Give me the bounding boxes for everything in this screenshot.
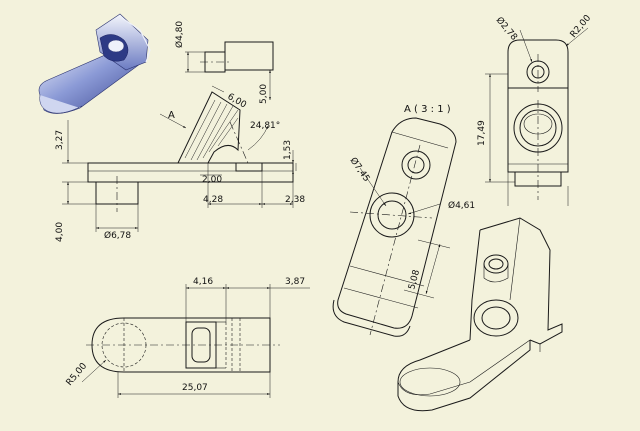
dim-3-27: 3,27 (55, 130, 65, 150)
dim-diameter-4-80: Ø4,80 (174, 21, 185, 48)
dim-4-00: 4,00 (55, 222, 65, 242)
top-view: 4,16 3,87 R5,00 25,07 (65, 277, 310, 398)
dim-radius-5-00: R5,00 (65, 361, 90, 388)
section-hatching (184, 99, 239, 161)
dim-4-16: 4,16 (193, 277, 213, 287)
side-view: Ø4,80 5,00 6,00 24,81° 3,27 1,53 2,00 4,… (55, 21, 305, 242)
dim-5-00: 5,00 (259, 84, 269, 104)
dim-diameter-7-45: Ø7,45 (348, 155, 373, 184)
dim-angle-24-81: 24,81° (250, 121, 280, 131)
dim-5-08: 5,08 (407, 269, 422, 291)
dim-1-53: 1,53 (283, 140, 293, 160)
view-arrow-label: A (168, 110, 175, 121)
auxiliary-view-a: A ( 3 : 1 ) Ø7,45 Ø4,61 5,08 (332, 104, 475, 337)
front-view: Ø2,78 R2,00 17,49 (477, 13, 593, 206)
dim-17-49: 17,49 (477, 120, 487, 146)
dim-25-07: 25,07 (182, 383, 208, 393)
dim-4-28: 4,28 (203, 195, 223, 205)
view-title-a: A ( 3 : 1 ) (404, 104, 451, 115)
shaded-3d-render (38, 13, 151, 114)
dim-3-87: 3,87 (285, 277, 305, 287)
dim-diameter-4-61: Ø4,61 (448, 200, 475, 211)
dim-diameter-6-78: Ø6,78 (104, 230, 131, 241)
dim-2-00: 2,00 (202, 175, 222, 185)
dim-2-38: 2,38 (285, 195, 305, 205)
dim-radius-2-00: R2,00 (569, 13, 594, 40)
dim-diameter-2-78: Ø2,78 (494, 15, 520, 43)
isometric-view (397, 217, 563, 412)
